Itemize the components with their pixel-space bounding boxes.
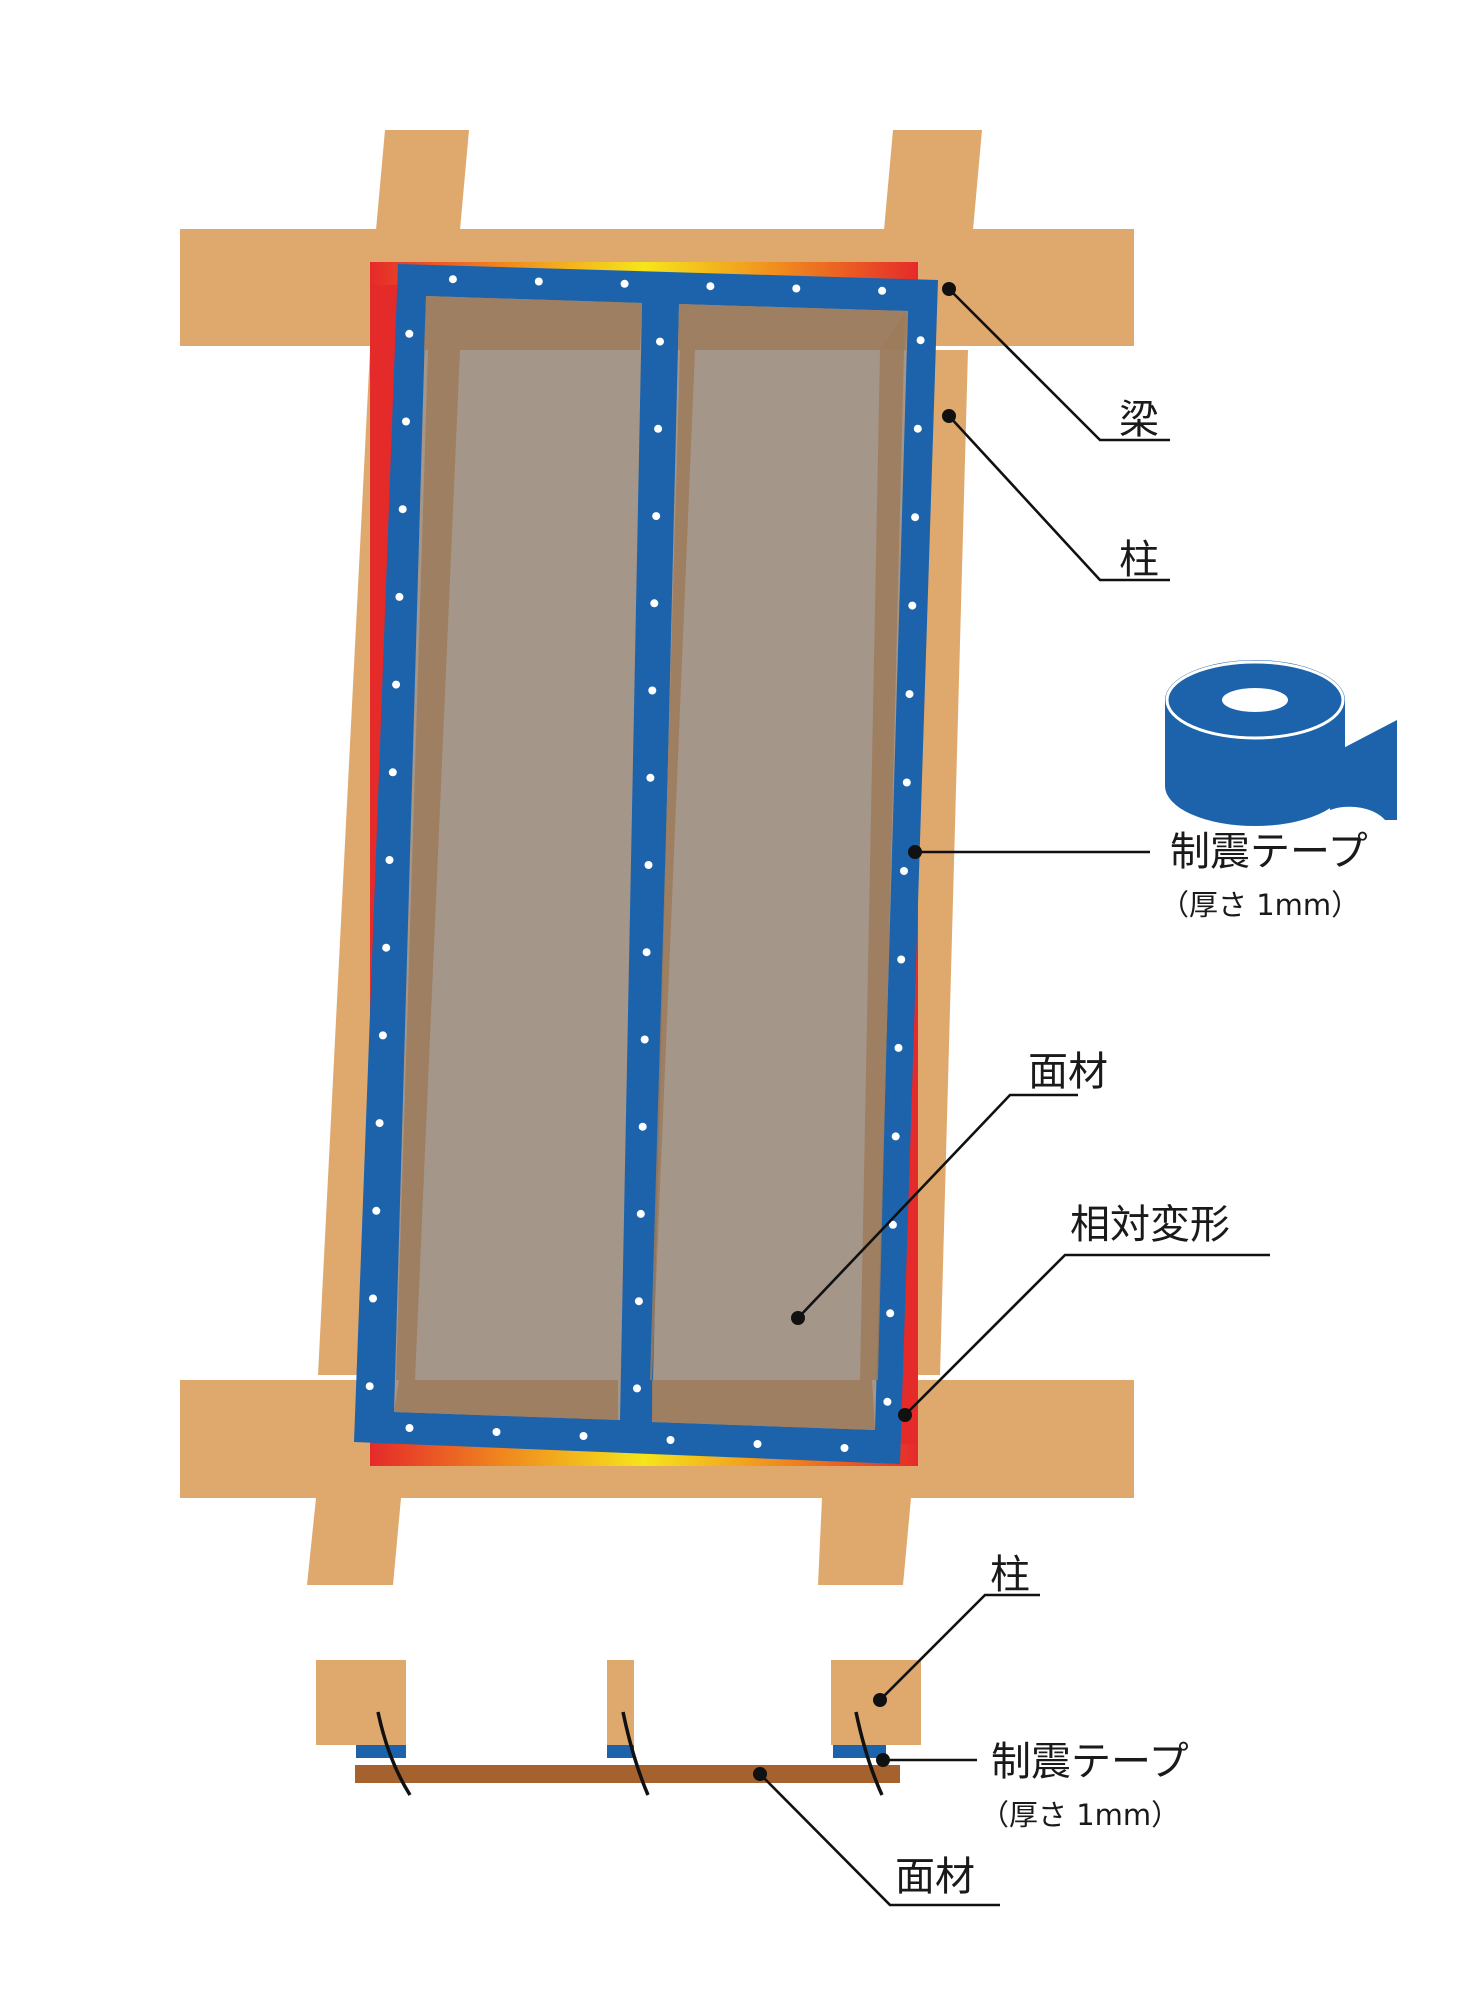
fastener-dot xyxy=(840,1444,849,1452)
fastener-dots xyxy=(365,275,925,1452)
column-stub-top-right xyxy=(884,130,982,230)
column-stub-top-left xyxy=(376,130,469,230)
fastener-dot xyxy=(402,417,410,426)
cross-label-tape-thickness: （厚さ 1mm） xyxy=(980,1798,1180,1832)
cross-column-left xyxy=(316,1660,406,1745)
tape-roll-icon xyxy=(1165,660,1397,826)
fastener-dot xyxy=(706,282,715,291)
leader-cross-column xyxy=(873,1593,1040,1707)
fastener-dot xyxy=(905,690,914,699)
cross-tape-left xyxy=(356,1745,406,1758)
label-column: 柱 xyxy=(1119,537,1159,583)
fastener-dot xyxy=(492,1428,501,1436)
fastener-dot xyxy=(640,1035,649,1044)
leader-panel xyxy=(791,1093,1078,1325)
fastener-dot xyxy=(908,601,917,610)
fastener-dot xyxy=(634,1297,643,1306)
fastener-dot xyxy=(652,512,661,521)
fastener-dot xyxy=(388,768,397,777)
cross-section xyxy=(316,1660,921,1796)
fastener-dot xyxy=(888,1220,897,1229)
cross-panel-board xyxy=(355,1765,900,1783)
leader-cross-tape xyxy=(876,1753,977,1767)
cross-stud-middle xyxy=(607,1660,634,1745)
fastener-dot xyxy=(392,680,401,689)
fastener-dot xyxy=(372,1206,381,1215)
column-stub-bottom-left xyxy=(307,1498,401,1585)
fastener-dot xyxy=(648,686,657,695)
column-stub-bottom-right xyxy=(818,1498,911,1585)
fastener-dot xyxy=(369,1294,377,1303)
fastener-dot xyxy=(385,856,394,864)
fastener-dot xyxy=(792,284,801,293)
fastener-dot xyxy=(448,275,457,284)
fastener-dot xyxy=(579,1432,588,1440)
fastener-dot xyxy=(666,1436,675,1444)
fastener-dot xyxy=(620,279,629,288)
label-relative-deformation: 相対変形 xyxy=(1070,1202,1230,1248)
fastener-dot xyxy=(886,1309,895,1318)
cross-tape-right xyxy=(833,1745,886,1758)
fastener-dot xyxy=(642,948,651,957)
leader-tape xyxy=(908,845,1150,859)
cross-label-column: 柱 xyxy=(990,1552,1030,1598)
fastener-dot xyxy=(398,505,407,514)
fastener-dot xyxy=(891,1132,900,1141)
fastener-dot xyxy=(650,599,659,608)
fastener-dot xyxy=(405,1424,414,1432)
panel-right xyxy=(652,304,908,1430)
fastener-dot xyxy=(375,1119,384,1128)
fastener-dot xyxy=(382,943,391,952)
fastener-dot xyxy=(654,424,663,433)
fastener-dot xyxy=(916,336,925,345)
label-panel: 面材 xyxy=(1028,1049,1108,1095)
fastener-dot xyxy=(365,1382,374,1391)
leader-cross-panel xyxy=(753,1767,1000,1907)
fastener-dot xyxy=(902,778,911,787)
fastener-dot xyxy=(633,1384,641,1393)
fastener-dot xyxy=(638,1122,647,1131)
fastener-dot xyxy=(753,1440,762,1448)
fastener-dot xyxy=(913,424,922,433)
fastener-dot xyxy=(878,286,887,295)
leader-column xyxy=(942,409,1170,582)
fastener-dot xyxy=(883,1397,892,1406)
cross-label-panel: 面材 xyxy=(895,1854,975,1900)
label-tape-thickness: （厚さ 1mm） xyxy=(1160,888,1360,922)
panel-left xyxy=(394,296,642,1420)
damping-tape-frame xyxy=(354,264,938,1464)
cross-label-tape: 制震テープ xyxy=(991,1739,1189,1785)
fastener-dot xyxy=(897,955,906,964)
leader-beam xyxy=(942,282,1170,442)
fastener-dot xyxy=(534,277,543,286)
fastener-dot xyxy=(636,1209,645,1218)
fastener-dot xyxy=(894,1043,903,1052)
cross-tape-middle xyxy=(607,1745,634,1758)
fastener-dot xyxy=(405,329,414,338)
leader-deformation xyxy=(898,1253,1270,1422)
fastener-dot xyxy=(900,867,908,875)
label-beam: 梁 xyxy=(1119,397,1159,443)
fastener-dot xyxy=(656,337,664,346)
fastener-dot xyxy=(378,1031,387,1040)
fastener-dot xyxy=(395,592,404,601)
label-tape: 制震テープ xyxy=(1170,829,1368,875)
fastener-dot xyxy=(644,861,653,869)
fastener-dot xyxy=(911,513,920,522)
fastener-dot xyxy=(646,773,655,782)
